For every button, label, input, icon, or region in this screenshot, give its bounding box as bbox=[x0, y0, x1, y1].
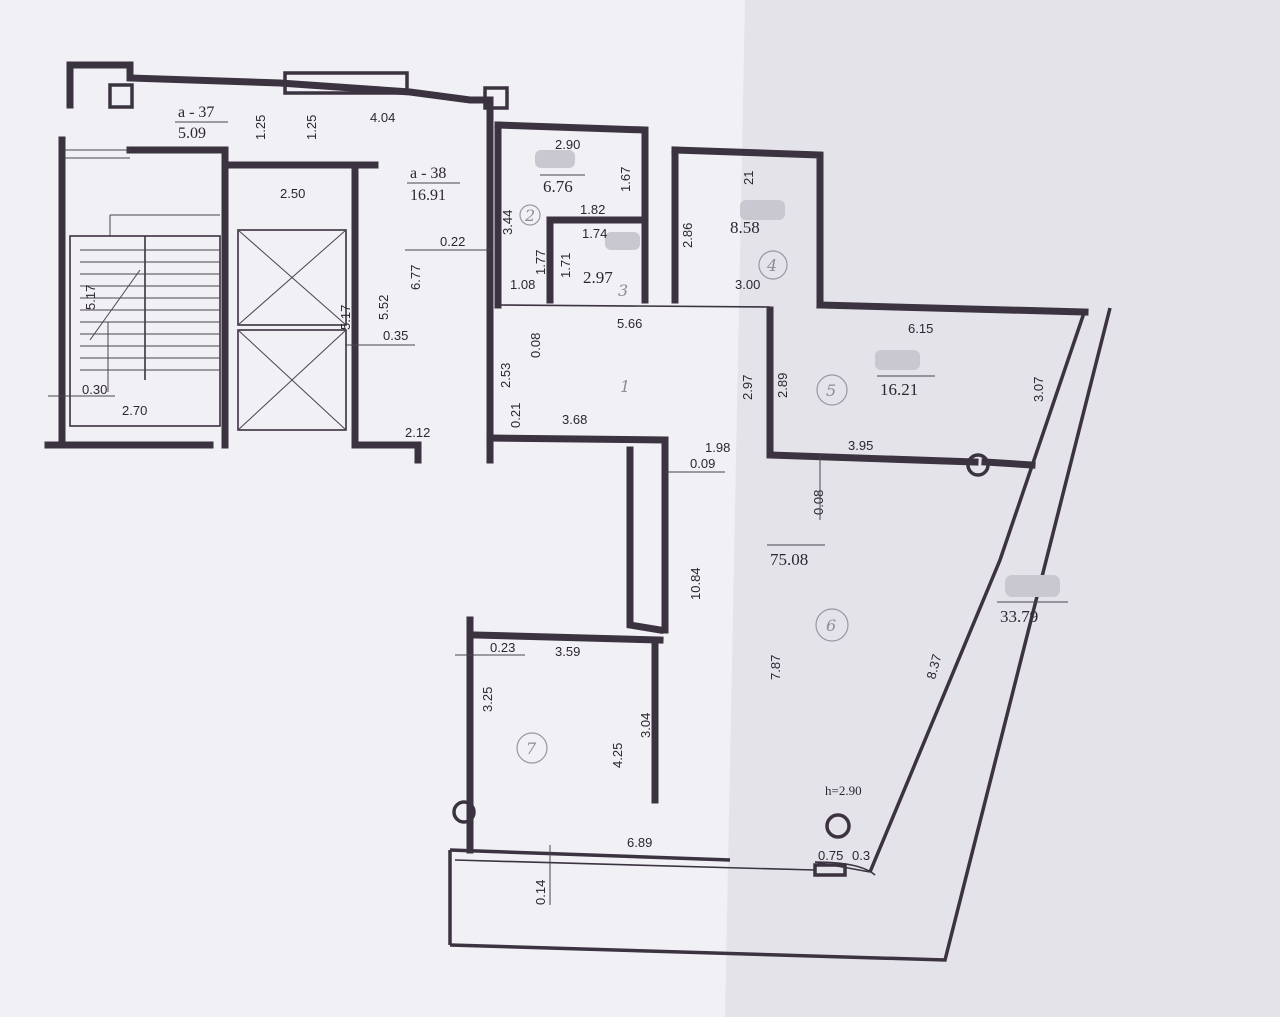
dim-3-44: 3.44 bbox=[500, 210, 515, 235]
dimensions-horizontal: 4.04 2.50 0.22 0.35 0.30 2.70 2.12 2.90 … bbox=[48, 110, 933, 863]
dim-1-25-a: 1.25 bbox=[253, 115, 268, 140]
blur-mark-2 bbox=[605, 232, 640, 250]
blur-mark-4 bbox=[875, 350, 920, 370]
dim-0-23: 0.23 bbox=[490, 640, 515, 655]
dim-3-07: 3.07 bbox=[1031, 377, 1046, 402]
room-number-5: 5 bbox=[826, 381, 836, 400]
dim-2-50: 2.50 bbox=[280, 186, 305, 201]
pencil-circle-5 bbox=[816, 374, 848, 406]
dim-2-97: 2.97 bbox=[740, 375, 755, 400]
dim-2-89: 2.89 bbox=[775, 373, 790, 398]
dim-3-95: 3.95 bbox=[848, 438, 873, 453]
stair-lift-block bbox=[44, 61, 509, 464]
dim-1-74: 1.74 bbox=[582, 226, 607, 241]
pencil-circle-2 bbox=[519, 204, 541, 226]
room-number-4: 4 bbox=[766, 256, 777, 275]
label-a37-area: 5.09 bbox=[178, 125, 206, 142]
blur-mark-5 bbox=[1005, 575, 1060, 597]
dim-8-37: 8.37 bbox=[923, 652, 944, 680]
dim-0-30: 0.30 bbox=[82, 382, 107, 397]
dim-0-21: 0.21 bbox=[508, 403, 523, 428]
area-room-3: 2.97 bbox=[583, 268, 613, 287]
paper-right bbox=[725, 0, 1280, 1017]
dim-6-77: 6.77 bbox=[408, 265, 423, 290]
dim-4-04: 4.04 bbox=[370, 110, 395, 125]
blur-mark-3 bbox=[740, 200, 785, 220]
label-a37-code: a - 37 bbox=[178, 104, 214, 121]
dim-6-15: 6.15 bbox=[908, 321, 933, 336]
area-balcony: 33.79 bbox=[1000, 607, 1038, 626]
dim-2-12: 2.12 bbox=[405, 425, 430, 440]
room-number-1: 1 bbox=[620, 377, 630, 396]
dim-4-25: 4.25 bbox=[610, 743, 625, 768]
dim-3-00: 3.00 bbox=[735, 277, 760, 292]
dim-0-14: 0.14 bbox=[533, 880, 548, 905]
dim-2-90: 2.90 bbox=[555, 137, 580, 152]
dim-1-82: 1.82 bbox=[580, 202, 605, 217]
ceiling-height: h=2.90 bbox=[825, 783, 862, 798]
dim-3-68: 3.68 bbox=[562, 412, 587, 427]
dim-0-3: 0.3 bbox=[852, 848, 870, 863]
dim-10-84: 10.84 bbox=[688, 567, 703, 600]
area-room-4: 8.58 bbox=[730, 218, 760, 237]
dim-1-08: 1.08 bbox=[510, 277, 535, 292]
dim-3-59: 3.59 bbox=[555, 644, 580, 659]
dim-5-17-a: 5.17 bbox=[83, 285, 98, 310]
dim-5-66: 5.66 bbox=[617, 316, 642, 331]
dim-21-top: 21 bbox=[741, 171, 756, 185]
dim-1-98: 1.98 bbox=[705, 440, 730, 455]
area-room-6: 75.08 bbox=[770, 550, 808, 569]
paper-left bbox=[0, 0, 745, 1017]
blur-mark-1 bbox=[535, 150, 575, 168]
dim-5-17-b: 5.17 bbox=[338, 305, 353, 330]
pencil-circle-4 bbox=[758, 250, 788, 280]
dim-2-70: 2.70 bbox=[122, 403, 147, 418]
dim-5-52: 5.52 bbox=[376, 295, 391, 320]
dim-0-22: 0.22 bbox=[440, 234, 465, 249]
room-number-2: 2 bbox=[524, 206, 535, 225]
area-room-5: 16.21 bbox=[880, 380, 918, 399]
pencil-circle-7 bbox=[516, 732, 548, 764]
dimensions-vertical: 1.25 1.25 6.77 5.17 5.52 5.17 1.67 3.44 … bbox=[83, 115, 1046, 905]
dim-0-75: 0.75 bbox=[818, 848, 843, 863]
room-number-7: 7 bbox=[526, 739, 537, 758]
dim-0-09: 0.09 bbox=[690, 456, 715, 471]
pencil-circle-6 bbox=[815, 608, 849, 642]
label-a38-area: 16.91 bbox=[410, 187, 446, 204]
dim-3-04: 3.04 bbox=[638, 713, 653, 738]
dim-3-25: 3.25 bbox=[480, 687, 495, 712]
label-a38-code: a - 38 bbox=[410, 165, 446, 182]
room-number-3: 3 bbox=[618, 281, 628, 300]
dim-0-35: 0.35 bbox=[383, 328, 408, 343]
area-room-2: 6.76 bbox=[543, 177, 573, 196]
dim-1-25-b: 1.25 bbox=[304, 115, 319, 140]
dim-7-87: 7.87 bbox=[768, 655, 783, 680]
dim-0-08-a: 0.08 bbox=[528, 333, 543, 358]
room-number-6: 6 bbox=[826, 616, 836, 635]
dim-1-67: 1.67 bbox=[618, 167, 633, 192]
dim-0-08-b: 0.08 bbox=[811, 490, 826, 515]
dim-1-71: 1.71 bbox=[558, 253, 573, 278]
dim-2-86: 2.86 bbox=[680, 223, 695, 248]
dim-6-89: 6.89 bbox=[627, 835, 652, 850]
dim-2-53: 2.53 bbox=[498, 363, 513, 388]
dim-1-77: 1.77 bbox=[533, 250, 548, 275]
apartment-walls bbox=[448, 96, 1112, 962]
